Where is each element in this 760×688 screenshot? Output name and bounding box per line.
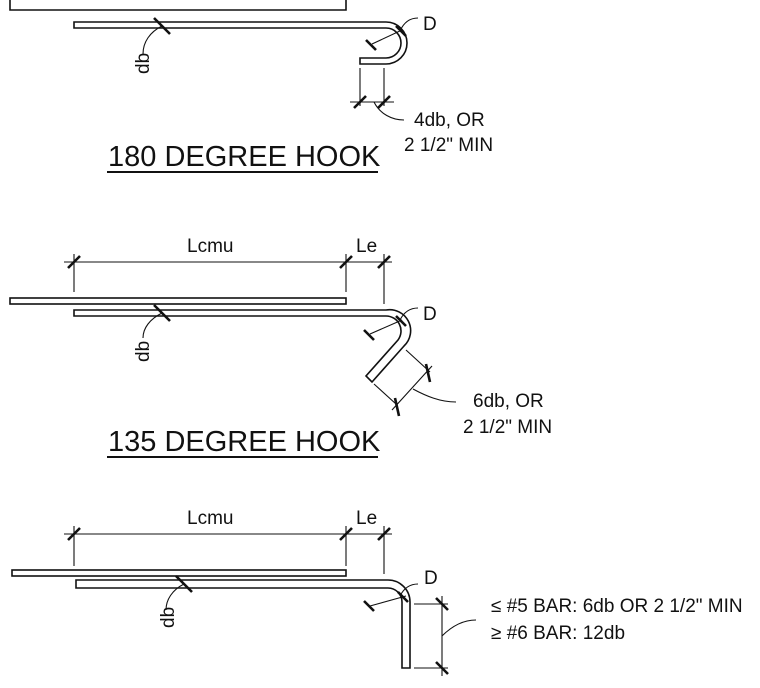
hook-180-detail: db D 4db, OR 2 1/2" MIN 180 DEGREE HOOK [9,0,493,173]
bend-leader-180 [399,17,419,32]
db-leader-135 [142,312,163,339]
dim-tick-a-90 [67,527,81,541]
db-leader-90 [165,583,185,611]
db-label-135: db [133,341,154,362]
ext-leader-180 [373,101,405,121]
db-label-90: db [158,607,179,628]
ext-note-line2-90: ≥ #6 BAR: 12db [491,623,625,644]
ext-note-line1-180: 4db, OR [414,110,485,131]
dim-tick-a-135 [67,255,81,269]
upper-bar-90 [11,569,347,577]
db-leader-180 [142,25,163,55]
dim-tick-b-90 [339,527,353,541]
dim-tick-b-135 [339,255,353,269]
title-180: 180 DEGREE HOOK [108,141,381,173]
bend-label-90: D [424,568,438,589]
ext-dim-line-135 [391,365,433,411]
bend-diameter-line-135 [369,319,403,335]
bend-leader-90 [399,583,419,597]
hooked-bar-90 [75,579,411,669]
dim-end-label-90: Le [356,508,377,529]
ext-tick-a-135 [393,397,401,417]
upper-bar-180 [9,0,347,11]
ext-tick-b-135 [424,363,432,383]
ext-leader-135 [412,388,457,403]
bend-label-180: D [423,14,437,35]
hooked-bar-135 [73,308,412,384]
ext-tick-a-180 [353,95,367,109]
dim-end-label-135: Le [356,236,377,257]
ext-note-line1-90: ≤ #5 BAR: 6db OR 2 1/2" MIN [491,596,743,617]
ext-note-line1-135: 6db, OR [473,391,544,412]
bend-diameter-line-90 [369,595,407,607]
bend-tick-b-135 [395,315,407,327]
title-135: 135 DEGREE HOOK [108,426,381,458]
dim-tick-c-135 [377,255,391,269]
upper-bar-135 [9,297,347,305]
bend-tick-b-90 [397,591,409,603]
db-label-180: db [133,53,154,74]
bend-tick-a-180 [365,39,377,51]
hook-90-detail: Lcmu Le db D ≤ #5 BAR: 6db OR 2 1/2" MIN… [11,508,743,676]
bend-tick-a-135 [363,329,375,341]
ext-note-line2-180: 2 1/2" MIN [404,135,493,156]
ext-tick-a-90 [435,597,449,611]
ext-witness-a-135 [373,383,397,405]
ext-note-line2-135: 2 1/2" MIN [463,417,552,438]
bend-tick-a-90 [363,600,375,612]
bend-label-135: D [423,304,437,325]
ext-leader-90 [441,619,477,637]
hooked-bar-180 [73,21,408,65]
hook-135-detail: Lcmu Le db D 6db, OR 2 1/2" MIN 135 DEGR… [9,236,552,458]
bend-tick-b-180 [395,25,407,37]
ext-tick-b-180 [377,95,391,109]
dim-main-label-90: Lcmu [187,508,233,529]
dim-main-label-135: Lcmu [187,236,233,257]
bend-leader-135 [399,307,419,321]
ext-tick-b-90 [435,661,449,675]
dim-tick-c-90 [377,527,391,541]
bend-diameter-line-180 [371,29,403,45]
